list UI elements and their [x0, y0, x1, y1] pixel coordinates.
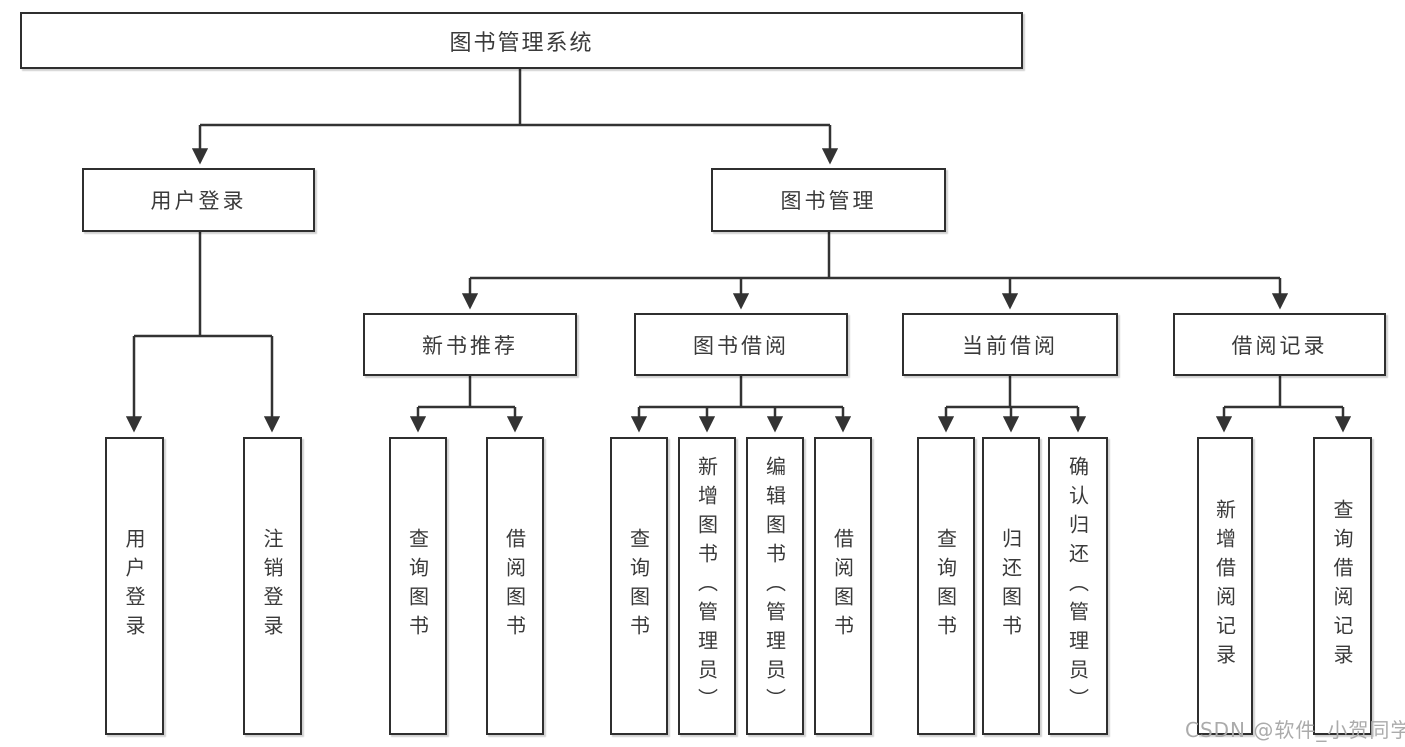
node-label: 借阅记录	[1231, 333, 1328, 358]
node-label: 用户登录	[122, 528, 146, 644]
node-add-book-admin: 新增图书（管理员）	[678, 437, 736, 735]
node-label: 确认归还（管理员）	[1065, 455, 1090, 717]
node-label: 借阅图书	[502, 528, 527, 644]
node-book-management: 图书管理	[711, 168, 946, 232]
node-user-login: 用户登录	[82, 168, 315, 232]
node-current-borrow: 当前借阅	[902, 313, 1118, 376]
node-label: 新增图书（管理员）	[694, 455, 719, 717]
node-borrow-books-recommend: 借阅图书	[486, 437, 544, 735]
node-label: 图书管理系统	[449, 30, 594, 56]
node-label: 注销登录	[260, 528, 284, 644]
node-label: 查询图书	[626, 528, 651, 644]
node-add-borrow-record: 新增借阅记录	[1197, 437, 1253, 735]
node-label: 当前借阅	[962, 333, 1058, 358]
node-label: 用户登录	[150, 189, 247, 213]
node-label: 新书推荐	[422, 333, 518, 358]
node-logout: 注销登录	[243, 437, 302, 735]
node-query-books-current: 查询图书	[917, 437, 975, 735]
node-label: 新增借阅记录	[1212, 499, 1237, 673]
node-user-login-leaf: 用户登录	[105, 437, 164, 735]
node-label: 查询图书	[405, 528, 430, 644]
node-query-borrow-record: 查询借阅记录	[1313, 437, 1372, 735]
node-edit-book-admin: 编辑图书（管理员）	[746, 437, 804, 735]
csdn-watermark: CSDN @软件_小贺同学	[1185, 718, 1405, 742]
node-return-book: 归还图书	[982, 437, 1040, 735]
node-label: 归还图书	[998, 528, 1023, 644]
node-book-borrow: 图书借阅	[634, 313, 848, 376]
node-confirm-return-admin: 确认归还（管理员）	[1048, 437, 1108, 735]
node-borrow-records: 借阅记录	[1173, 313, 1386, 376]
node-borrow-books-leaf: 借阅图书	[814, 437, 872, 735]
node-label: 编辑图书（管理员）	[762, 455, 787, 717]
node-label: 查询图书	[933, 528, 958, 644]
node-label: 查询借阅记录	[1330, 499, 1354, 673]
node-query-books-recommend: 查询图书	[389, 437, 447, 735]
node-library-management-system: 图书管理系统	[20, 12, 1023, 69]
node-label: 图书管理	[780, 189, 877, 213]
node-query-books-borrow: 查询图书	[610, 437, 668, 735]
node-label: 借阅图书	[830, 528, 855, 644]
node-label: 图书借阅	[693, 333, 789, 358]
node-new-book-recommend: 新书推荐	[363, 313, 577, 376]
